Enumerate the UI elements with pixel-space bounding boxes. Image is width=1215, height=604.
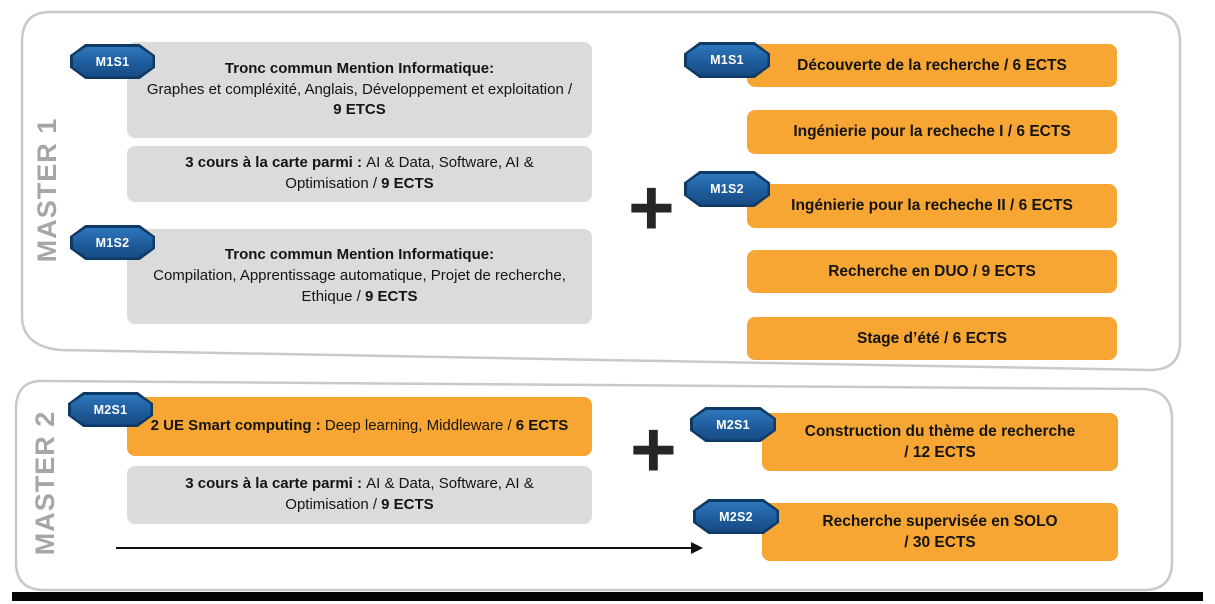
m1s1-badge-right: M1S1 bbox=[684, 42, 770, 78]
box-lead: 2 UE Smart computing : bbox=[150, 417, 325, 435]
m2s1-badge-right: M2S1 bbox=[690, 407, 776, 442]
m1s2-badge-right: M1S2 bbox=[684, 171, 770, 207]
m1-plus-sign: + bbox=[628, 163, 675, 252]
m1-elective-courses-box: 3 cours à la carte parmi : AI & Data, So… bbox=[127, 146, 592, 202]
master2-label: MASTER 2 bbox=[30, 410, 60, 556]
m1-research-engineering-1-box: Ingénierie pour la recheche I / 6 ECTS bbox=[747, 110, 1117, 154]
m2s1-badge-left: M2S1 bbox=[68, 392, 153, 427]
m1s2-common-core-box: Tronc commun Mention Informatique: Compi… bbox=[127, 229, 592, 324]
box-body: Graphes et compléxité, Anglais, Développ… bbox=[145, 80, 574, 121]
badge-label: M1S1 bbox=[710, 53, 744, 67]
box-label: Ingénierie pour la recheche I / 6 ECTS bbox=[793, 123, 1071, 141]
master1-label: MASTER 1 bbox=[32, 117, 62, 263]
box-title: Tronc commun Mention Informatique: bbox=[225, 245, 494, 266]
m1-summer-internship-box: Stage d’été / 6 ECTS bbox=[747, 317, 1117, 360]
box-body-text: Deep learning, Middleware / bbox=[324, 417, 516, 435]
m2-research-theme-box: Construction du thème de recherche / 12 … bbox=[762, 413, 1118, 471]
badge-label: M1S2 bbox=[95, 235, 130, 250]
box-body-text: AI & Data, Software, AI & Optimisation / bbox=[285, 475, 534, 513]
box-label: Découverte de la recherche / 6 ECTS bbox=[797, 56, 1067, 74]
badge-label: M1S1 bbox=[95, 54, 130, 69]
m1-research-engineering-2-box: Ingénierie pour la recheche II / 6 ECTS bbox=[747, 184, 1117, 228]
box-credits: 9 ECTS bbox=[364, 287, 418, 305]
m2-smart-computing-box: 2 UE Smart computing : Deep learning, Mi… bbox=[127, 397, 592, 456]
timeline-arrow-shaft bbox=[116, 547, 692, 549]
box-body: Compilation, Apprentissage automatique, … bbox=[145, 266, 574, 307]
badge-label: M2S2 bbox=[719, 509, 753, 524]
box-credits: 9 ECTS bbox=[381, 496, 434, 513]
box-body-text: Graphes et compléxité, Anglais, Développ… bbox=[146, 80, 573, 98]
box-title-text: Tronc commun Mention Informatique: bbox=[224, 59, 495, 77]
m1s1-badge-left: M1S1 bbox=[70, 44, 155, 79]
box-body: 3 cours à la carte parmi : AI & Data, So… bbox=[145, 474, 574, 515]
box-title-text: Tronc commun Mention Informatique: bbox=[224, 246, 495, 264]
box-credits: 9 ETCS bbox=[333, 101, 386, 119]
box-label: Stage d’été / 6 ECTS bbox=[857, 329, 1007, 347]
box-credits: 6 ECTS bbox=[515, 417, 569, 435]
box-body-text: Compilation, Apprentissage automatique, … bbox=[153, 267, 566, 305]
badge-label: M2S1 bbox=[716, 417, 750, 432]
m2s2-badge-right: M2S2 bbox=[693, 499, 779, 534]
m1s1-common-core-box: Tronc commun Mention Informatique: Graph… bbox=[127, 42, 592, 138]
badge-label: M1S2 bbox=[710, 182, 744, 196]
box-body: 3 cours à la carte parmi : AI & Data, So… bbox=[145, 153, 574, 194]
m2-solo-research-box: Recherche supervisée en SOLO / 30 ECTS bbox=[762, 503, 1118, 561]
m2-plus-sign: + bbox=[630, 405, 677, 494]
box-label-line1: Recherche supervisée en SOLO bbox=[822, 512, 1058, 530]
box-label-line2: / 12 ECTS bbox=[904, 444, 976, 461]
box-lead: 3 cours à la carte parmi : bbox=[185, 475, 367, 493]
m1s2-badge-left: M1S2 bbox=[70, 225, 155, 260]
box-label-line2: / 30 ECTS bbox=[904, 534, 976, 551]
box-credits: 9 ECTS bbox=[381, 175, 434, 192]
box-label: Recherche en DUO / 9 ECTS bbox=[828, 262, 1036, 280]
m2-elective-courses-box: 3 cours à la carte parmi : AI & Data, So… bbox=[127, 466, 592, 524]
box-label: Ingénierie pour la recheche II / 6 ECTS bbox=[791, 197, 1073, 215]
box-body-text: AI & Data, Software, AI & Optimisation / bbox=[285, 154, 534, 192]
timeline-arrow-head bbox=[691, 542, 703, 554]
box-title: Tronc commun Mention Informatique: bbox=[225, 59, 494, 80]
box-body: 2 UE Smart computing : Deep learning, Mi… bbox=[151, 416, 569, 437]
box-lead: 3 cours à la carte parmi : bbox=[185, 154, 367, 172]
badge-label: M2S1 bbox=[93, 402, 128, 417]
m1-research-discovery-box: Découverte de la recherche / 6 ECTS bbox=[747, 44, 1117, 87]
m1-duo-research-box: Recherche en DUO / 9 ECTS bbox=[747, 250, 1117, 293]
bottom-divider-bar bbox=[12, 592, 1203, 601]
box-label-line1: Construction du thème de recherche bbox=[804, 422, 1076, 440]
